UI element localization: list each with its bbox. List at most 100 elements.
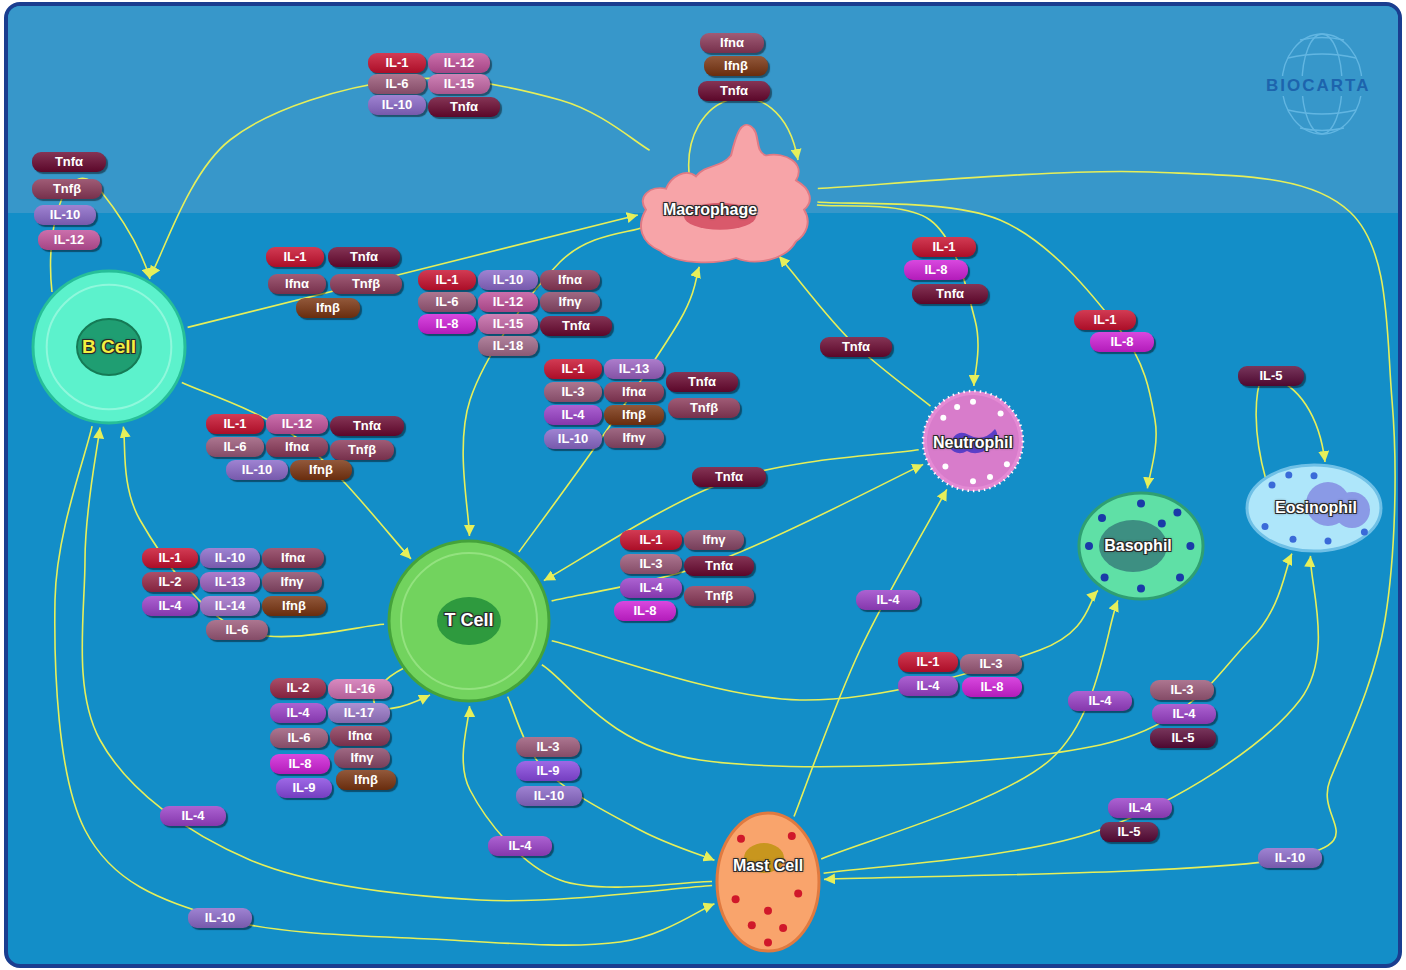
cytokine-label: IL-9 [276, 778, 332, 798]
cytokine-label: IL-4 [270, 703, 326, 723]
cytokine-label: IL-17 [328, 703, 390, 723]
cytokine-label: IL-6 [368, 74, 426, 94]
cytokine-label: IL-6 [270, 728, 328, 748]
cytokine-label: IL-12 [266, 414, 328, 434]
cytokine-label: IL-3 [516, 737, 580, 757]
cytokine-label: IL-1 [368, 53, 426, 73]
cytokine-label: IL-4 [1152, 704, 1216, 724]
cytokine-label: Ifnβ [704, 56, 768, 76]
cell-name: Basophil [1104, 537, 1172, 555]
cytokine-label: Tnfα [820, 337, 892, 357]
cytokine-label: IL-4 [488, 836, 552, 856]
cytokine-label: IL-1 [912, 237, 976, 257]
cytokine-label: IL-2 [142, 572, 198, 592]
cytokine-label: Tnfα [540, 316, 612, 336]
cytokine-label: IL-3 [620, 554, 682, 574]
cell-shape [636, 118, 816, 268]
signal-arrow [552, 464, 924, 601]
cytokine-label: IL-8 [962, 677, 1022, 697]
cytokine-label: IL-4 [142, 596, 198, 616]
cytokine-label: IL-1 [898, 652, 958, 672]
signal-arrow [817, 202, 1156, 488]
cytokine-label: IL-6 [418, 292, 476, 312]
signal-arrow [55, 426, 715, 945]
watermark: BIOCARTA [1262, 76, 1374, 96]
cytokine-label: IL-16 [328, 679, 392, 699]
signal-arrow [818, 171, 1395, 879]
cytokine-label: Ifnα [266, 437, 328, 457]
cytokine-label: Tnfβ [668, 398, 740, 418]
cell-name: T Cell [444, 611, 493, 631]
cytokine-label: IL-1 [142, 548, 198, 568]
cytokine-label: IL-4 [544, 405, 602, 425]
cytokine-label: IL-8 [614, 601, 676, 621]
cell-name: Macrophage [663, 201, 757, 219]
cytokine-label: IL-10 [544, 429, 602, 449]
signal-arrow [821, 600, 1118, 859]
cytokine-label: IL-10 [516, 786, 582, 806]
cell-name: Eosinophil [1275, 499, 1357, 517]
signal-arrow [824, 556, 1319, 873]
cytokine-label: Tnfα [666, 372, 738, 392]
b-cell: B Cell [30, 268, 188, 426]
cytokine-label: IL-5 [1238, 366, 1304, 386]
t-cell: T Cell [386, 538, 552, 704]
cytokine-label: IL-1 [418, 270, 476, 290]
cytokine-label: IL-15 [478, 314, 538, 334]
cell-name: Neutrophil [933, 434, 1013, 452]
cytokine-label: Ifnβ [604, 405, 664, 425]
cell-name: Mast Cell [733, 857, 803, 875]
cytokine-label: Ifnβ [290, 460, 352, 480]
cytokine-label: Ifnγ [262, 572, 322, 592]
cytokine-label: IL-5 [1150, 728, 1216, 748]
cytokine-label: Ifnα [604, 382, 664, 402]
cytokine-label: IL-8 [418, 314, 476, 334]
cytokine-label: IL-8 [904, 260, 968, 280]
cytokine-label: Ifnγ [540, 292, 600, 312]
cytokine-label: IL-18 [478, 336, 538, 356]
cytokine-label: Tnfα [428, 97, 500, 117]
cytokine-label: IL-4 [620, 578, 682, 598]
cytokine-label: IL-4 [1108, 798, 1172, 818]
cytokine-label: Tnfα [32, 152, 106, 172]
cytokine-label: IL-1 [266, 247, 324, 267]
cytokine-label: IL-8 [1090, 332, 1154, 352]
basophil-cell: Basophil [1076, 490, 1206, 602]
macrophage-cell: Macrophage [636, 118, 816, 268]
cytokine-label: IL-10 [200, 548, 260, 568]
cytokine-label: Ifnα [268, 274, 326, 294]
cytokine-label: Ifnα [540, 270, 600, 290]
cytokine-label: IL-3 [544, 382, 602, 402]
cytokine-label: IL-6 [206, 620, 268, 640]
cytokine-label: Tnfβ [32, 179, 102, 199]
cytokine-label: IL-13 [200, 572, 260, 592]
cytokine-label: IL-1 [1074, 310, 1136, 330]
cytokine-label: Ifnγ [604, 428, 664, 448]
cytokine-label: IL-10 [368, 95, 426, 115]
signal-arrow [182, 383, 411, 559]
signal-arrow [552, 590, 1098, 700]
cytokine-label: Tnfα [698, 81, 770, 101]
mast-cell: Mast Cell [714, 810, 822, 954]
eosinophil-cell: Eosinophil [1244, 462, 1384, 554]
cell-shape [714, 810, 822, 954]
signal-arrow [463, 706, 712, 887]
cytokine-label: Tnfα [330, 416, 404, 436]
cytokine-label: IL-2 [270, 678, 326, 698]
cytokine-label: IL-1 [620, 530, 682, 550]
cytokine-label: IL-3 [960, 654, 1022, 674]
signal-arrow [544, 450, 919, 581]
cytokine-label: IL-3 [1150, 680, 1214, 700]
cytokine-label: IL-4 [1068, 691, 1132, 711]
cytokine-label: Tnfβ [330, 274, 402, 294]
cell-name: B Cell [82, 337, 136, 358]
cytokine-label: IL-4 [856, 590, 920, 610]
cytokine-label: IL-9 [516, 761, 580, 781]
cytokine-label: IL-15 [428, 74, 490, 94]
cytokine-label: IL-4 [898, 676, 958, 696]
cytokine-label: Ifnα [262, 548, 324, 568]
cytokine-label: Tnfα [692, 467, 766, 487]
cytokine-label: IL-10 [226, 460, 288, 480]
cytokine-label: IL-10 [478, 270, 538, 290]
